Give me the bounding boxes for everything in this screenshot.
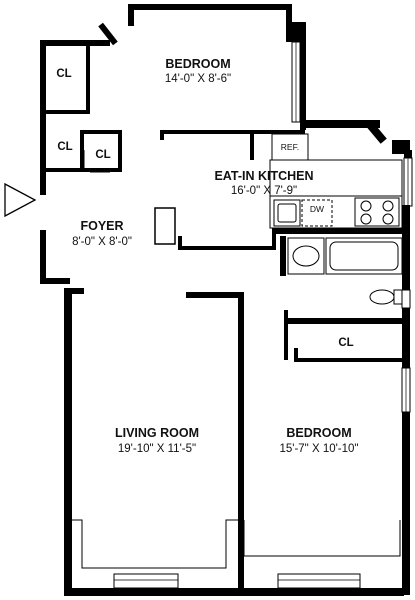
kitchen-fixtures bbox=[269, 133, 403, 229]
closet-label: CL bbox=[57, 141, 72, 153]
bathroom-fixtures bbox=[287, 237, 403, 305]
dishwasher-label: DW bbox=[310, 204, 324, 214]
living-room-dims: 19'-10" X 11'-5" bbox=[118, 443, 196, 455]
kitchen-name: EAT-IN KITCHEN bbox=[214, 169, 313, 183]
bedroom-bottom-dims: 15'-7" X 10'-10" bbox=[279, 443, 358, 455]
closet-label: CL bbox=[338, 337, 353, 349]
doors bbox=[83, 92, 110, 173]
living-room-name: LIVING ROOM bbox=[115, 426, 199, 440]
entry-arrow-icon bbox=[4, 182, 37, 218]
bedroom-top-dims: 14'-0" X 8'-6" bbox=[165, 73, 231, 85]
closet-label: CL bbox=[56, 68, 71, 80]
foyer-name: FOYER bbox=[80, 219, 123, 233]
bedroom-top-name: BEDROOM bbox=[165, 57, 230, 71]
refrigerator-label: REF. bbox=[281, 142, 299, 152]
foyer-dims: 8'-0" X 8'-0" bbox=[72, 236, 132, 248]
closet-label: CL bbox=[95, 149, 110, 161]
bay-outlines bbox=[72, 519, 401, 569]
walls bbox=[40, 4, 412, 596]
bedroom-bottom-name: BEDROOM bbox=[286, 426, 351, 440]
kitchen-dims: 16'-0" X 7'-9" bbox=[231, 185, 297, 197]
